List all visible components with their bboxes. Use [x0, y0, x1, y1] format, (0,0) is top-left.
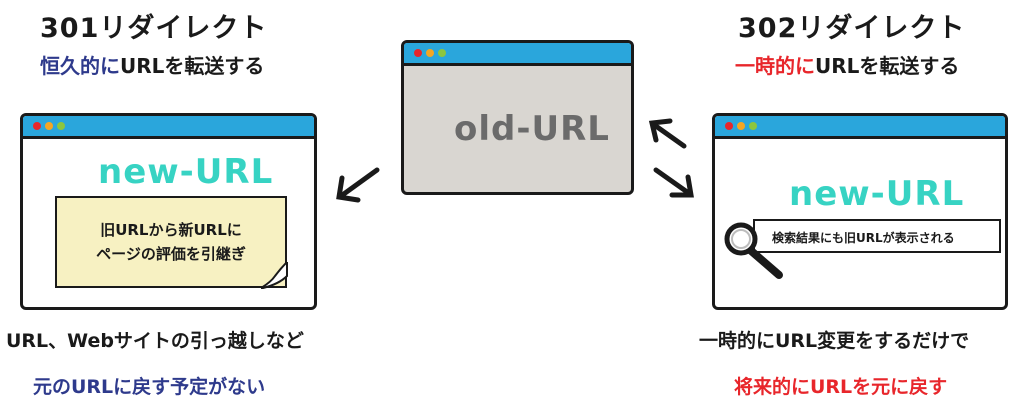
maximize-dot-icon	[749, 122, 757, 130]
browser-window-301: new-URL 旧URLから新URLに ページの評価を引継ぎ	[20, 113, 317, 310]
search-result-text: 検索結果にも旧URLが表示される	[772, 231, 955, 245]
note-line-2: ページの評価を引継ぎ	[96, 245, 246, 263]
maximize-dot-icon	[438, 49, 446, 57]
caption-301-line1: URL、Webサイトの引っ越しなど	[6, 330, 304, 352]
note-curl-icon	[261, 262, 288, 289]
window-titlebar	[715, 116, 1005, 139]
minimize-dot-icon	[426, 49, 434, 57]
window-titlebar	[404, 43, 631, 66]
minimize-dot-icon	[45, 122, 53, 130]
note-line-1: 旧URLから新URLに	[100, 221, 242, 239]
browser-window-302: new-URL 検索結果にも旧URLが表示される	[712, 113, 1008, 310]
title-301: 301リダイレクト	[40, 13, 268, 44]
subtitle-301-highlight: 恒久的に	[40, 54, 120, 78]
close-dot-icon	[725, 122, 733, 130]
caption-301-line2: 元のURLに戻す予定がない	[33, 376, 266, 398]
subtitle-302: 一時的にURLを転送する	[735, 50, 959, 79]
caption-302-line2: 将来的にURLを元に戻す	[734, 376, 948, 398]
minimize-dot-icon	[737, 122, 745, 130]
arrow-to-301-icon	[336, 167, 380, 203]
maximize-dot-icon	[57, 122, 65, 130]
browser-window-old: old-URL	[401, 40, 634, 195]
caption-302-line1: 一時的にURL変更をするだけで	[699, 330, 970, 352]
close-dot-icon	[33, 122, 41, 130]
arrow-to-302-icon	[653, 167, 694, 198]
new-url-label-302: new-URL	[789, 174, 965, 214]
window-titlebar	[23, 116, 314, 139]
close-dot-icon	[414, 49, 422, 57]
new-url-label-301: new-URL	[98, 152, 274, 192]
title-302: 302リダイレクト	[738, 13, 966, 44]
old-url-label: old-URL	[454, 109, 610, 149]
subtitle-301-rest: URLを転送する	[120, 54, 265, 78]
sticky-note: 旧URLから新URLに ページの評価を引継ぎ	[55, 196, 287, 288]
magnifier-icon	[724, 222, 783, 279]
subtitle-302-highlight: 一時的に	[735, 54, 815, 78]
arrow-from-302-icon	[648, 118, 687, 149]
search-result-box: 検索結果にも旧URLが表示される	[753, 219, 1001, 253]
subtitle-301: 恒久的にURLを転送する	[40, 50, 264, 79]
subtitle-302-rest: URLを転送する	[815, 54, 960, 78]
